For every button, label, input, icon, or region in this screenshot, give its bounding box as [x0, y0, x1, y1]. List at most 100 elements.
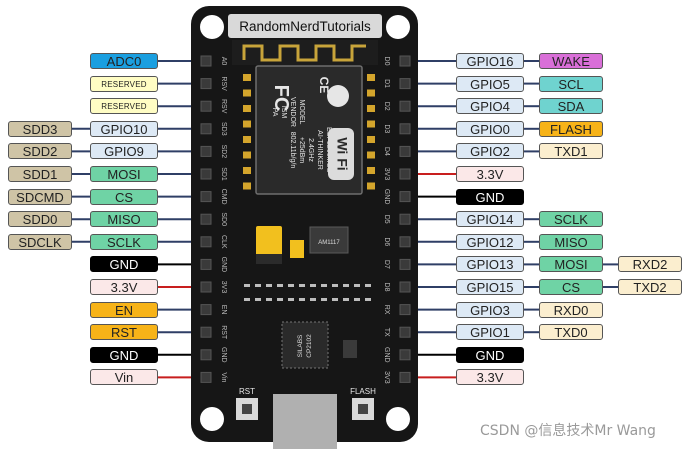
mounting-hole-bottom-left [200, 407, 224, 431]
left-header-pin-5 [200, 168, 212, 180]
wifi-logo-text: Wi Fi [334, 137, 350, 170]
left-silk-label-2: RSV [220, 99, 227, 114]
voltage-regulator [309, 226, 349, 254]
right-silk-label-2: D2 [383, 102, 390, 111]
right-pin-label-14: 3.3V [456, 369, 524, 386]
left-header-pin-4 [200, 145, 212, 157]
left-pin-label-8: SCLK [90, 233, 158, 250]
module-chip-line-3: +25dBm [298, 137, 305, 163]
left-alt-label-5: SDD1 [8, 166, 72, 182]
right-pin-label-4: GPIO2 [456, 143, 524, 160]
pad-dot [354, 298, 360, 301]
right-silk-label-6: GND [383, 189, 390, 205]
right-pin-label-11: GPIO3 [456, 301, 524, 318]
right-header-pin-2 [399, 100, 411, 112]
left-pin-label-7: MISO [90, 211, 158, 228]
usb-uart-chip [281, 321, 329, 369]
left-header-pin-11 [200, 304, 212, 316]
module-pad-0-2 [243, 105, 251, 112]
flash-button-label: FLASH [350, 387, 376, 396]
right-pin-label-5: 3.3V [456, 166, 524, 182]
pad-dot [343, 284, 349, 287]
pad-dot [310, 284, 316, 287]
right-func-label-1: SCL [539, 75, 603, 92]
rst-button-label: RST [239, 387, 255, 396]
left-header-pin-1 [200, 78, 212, 90]
module-pad-1-6 [367, 167, 375, 174]
right-func-label-7: SCLK [539, 211, 603, 228]
left-alt-label-4: SDD2 [8, 143, 72, 160]
module-markings: FCMODELVENDORISMPACEESP8266MODAI-THINKER… [270, 77, 354, 180]
module-pad-0-1 [243, 89, 251, 97]
left-header-pin-10 [200, 281, 212, 293]
right-silk-label-0: D0 [383, 57, 390, 66]
right-header-pin-14 [399, 371, 411, 383]
module-model-line-1: VENDOR [289, 97, 296, 127]
right-func2-label-9: RXD2 [618, 256, 682, 273]
right-silk-label-3: D3 [383, 124, 390, 133]
right-header-pin-11 [399, 304, 411, 316]
right-func-label-12: TXD0 [539, 324, 603, 341]
right-silk-label-4: D4 [383, 147, 390, 156]
left-pin-label-2: RESERVED [90, 98, 158, 115]
right-header-pin-10 [399, 281, 411, 293]
left-pin-label-9: GND [90, 256, 158, 273]
left-header-pin-3 [200, 123, 212, 135]
right-pin-label-3: GPIO0 [456, 120, 524, 137]
module-pad-1-5 [367, 151, 375, 159]
left-pin-label-1: RESERVED [90, 75, 158, 92]
right-func2-label-10: TXD2 [618, 279, 682, 295]
rst-button-cap [242, 404, 252, 414]
left-header-pin-14 [200, 371, 212, 383]
left-alt-label-7: SDD0 [8, 211, 72, 228]
right-silk-label-1: D1 [383, 79, 390, 88]
right-func-label-11: RXD0 [539, 301, 603, 318]
brand-name: RandomNerdTutorials [239, 19, 371, 34]
module-pad-0-0 [243, 74, 251, 81]
right-header-pin-6 [399, 191, 411, 203]
left-pin-label-0: ADC0 [90, 53, 158, 69]
left-pin-label-10: 3.3V [90, 279, 158, 295]
brand-banner [228, 14, 382, 38]
left-alt-label-3: SDD3 [8, 120, 72, 137]
right-pin-label-10: GPIO15 [456, 279, 524, 295]
espressif-logo [327, 85, 349, 107]
module-pad-0-7 [243, 182, 251, 190]
module-ce-mark: CE [317, 77, 331, 94]
right-silk-label-5: 3V3 [383, 168, 390, 181]
pad-dot [255, 284, 261, 287]
module-model-line-3: PA [271, 108, 278, 117]
right-func-label-0: WAKE [539, 53, 603, 69]
left-alt-label-8: SDCLK [8, 233, 72, 250]
pad-dot [299, 284, 305, 287]
right-pin-label-13: GND [456, 346, 524, 363]
pad-dot [266, 298, 272, 301]
right-silk-label-10: D8 [383, 283, 390, 292]
module-pad-1-1 [367, 89, 375, 97]
left-pin-label-3: GPIO10 [90, 120, 158, 137]
right-header-pin-3 [399, 123, 411, 135]
left-pin-label-13: GND [90, 346, 158, 363]
left-silk-label-1: RSV [220, 76, 227, 91]
pad-dot [255, 298, 261, 301]
pad-dot [365, 284, 371, 287]
antenna-trace [242, 44, 366, 62]
module-chip-line-2: 2.4GHz [307, 138, 314, 162]
module-pad-0-6 [243, 167, 251, 174]
left-alt-label-6: SDCMD [8, 188, 72, 205]
right-func-label-2: SDA [539, 98, 603, 115]
right-header-pin-8 [399, 236, 411, 248]
left-pin-label-11: EN [90, 301, 158, 318]
left-silk-label-4: SD2 [220, 145, 227, 159]
left-silk-label-8: CLK [220, 235, 227, 249]
pad-dot [277, 298, 283, 301]
capacitor-band [256, 254, 282, 264]
right-pin-label-8: GPIO12 [456, 233, 524, 250]
module-model-line-0: MODEL [298, 100, 305, 125]
left-silk-label-10: 3V3 [220, 281, 227, 294]
module-proto-line: 802.11b/g/n [289, 132, 296, 169]
smd-component [343, 340, 357, 358]
right-func-label-10: CS [539, 279, 603, 295]
